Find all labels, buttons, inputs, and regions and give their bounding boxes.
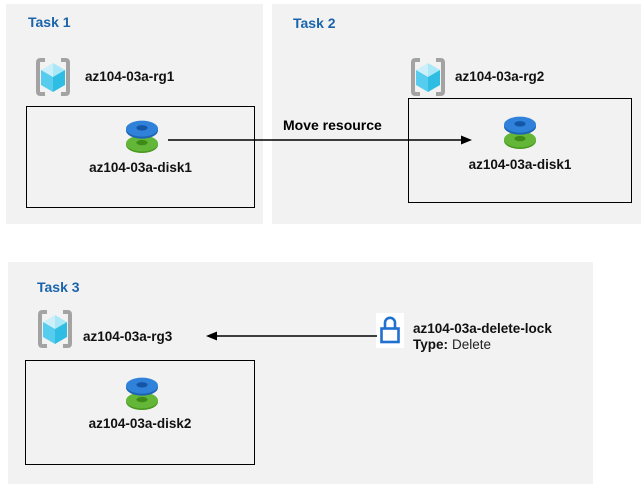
resource-group-icon bbox=[411, 58, 445, 96]
resource-group-label: az104-03a-rg2 bbox=[455, 69, 545, 84]
disk-label: az104-03a-disk1 bbox=[468, 157, 572, 172]
disk-icon bbox=[126, 377, 158, 410]
resource-group-icon bbox=[38, 310, 72, 348]
lock-type-line: Type:Delete bbox=[413, 338, 491, 352]
lock-type-value: Delete bbox=[452, 337, 492, 352]
resource-group-label: az104-03a-rg3 bbox=[83, 329, 173, 344]
task2-panel bbox=[272, 4, 641, 224]
resource-group-label: az104-03a-rg1 bbox=[85, 69, 175, 84]
task1-title: Task 1 bbox=[28, 14, 71, 30]
task3-panel bbox=[8, 262, 593, 484]
lock-icon bbox=[376, 313, 404, 348]
disk-label: az104-03a-disk2 bbox=[88, 416, 192, 431]
lock-name-label: az104-03a-delete-lock bbox=[413, 321, 552, 336]
disk-icon bbox=[504, 116, 536, 149]
move-arrow-label: Move resource bbox=[283, 117, 382, 133]
disk-icon bbox=[126, 120, 158, 153]
task3-title: Task 3 bbox=[37, 279, 80, 295]
resource-group-icon bbox=[36, 58, 70, 96]
task1-resource-box bbox=[26, 106, 255, 208]
task2-resource-box bbox=[408, 98, 632, 203]
lock-type-label: Type: bbox=[413, 337, 449, 352]
task3-resource-box bbox=[25, 360, 255, 465]
task1-panel bbox=[6, 4, 263, 224]
task2-title: Task 2 bbox=[293, 15, 336, 31]
disk-label: az104-03a-disk1 bbox=[89, 160, 192, 175]
